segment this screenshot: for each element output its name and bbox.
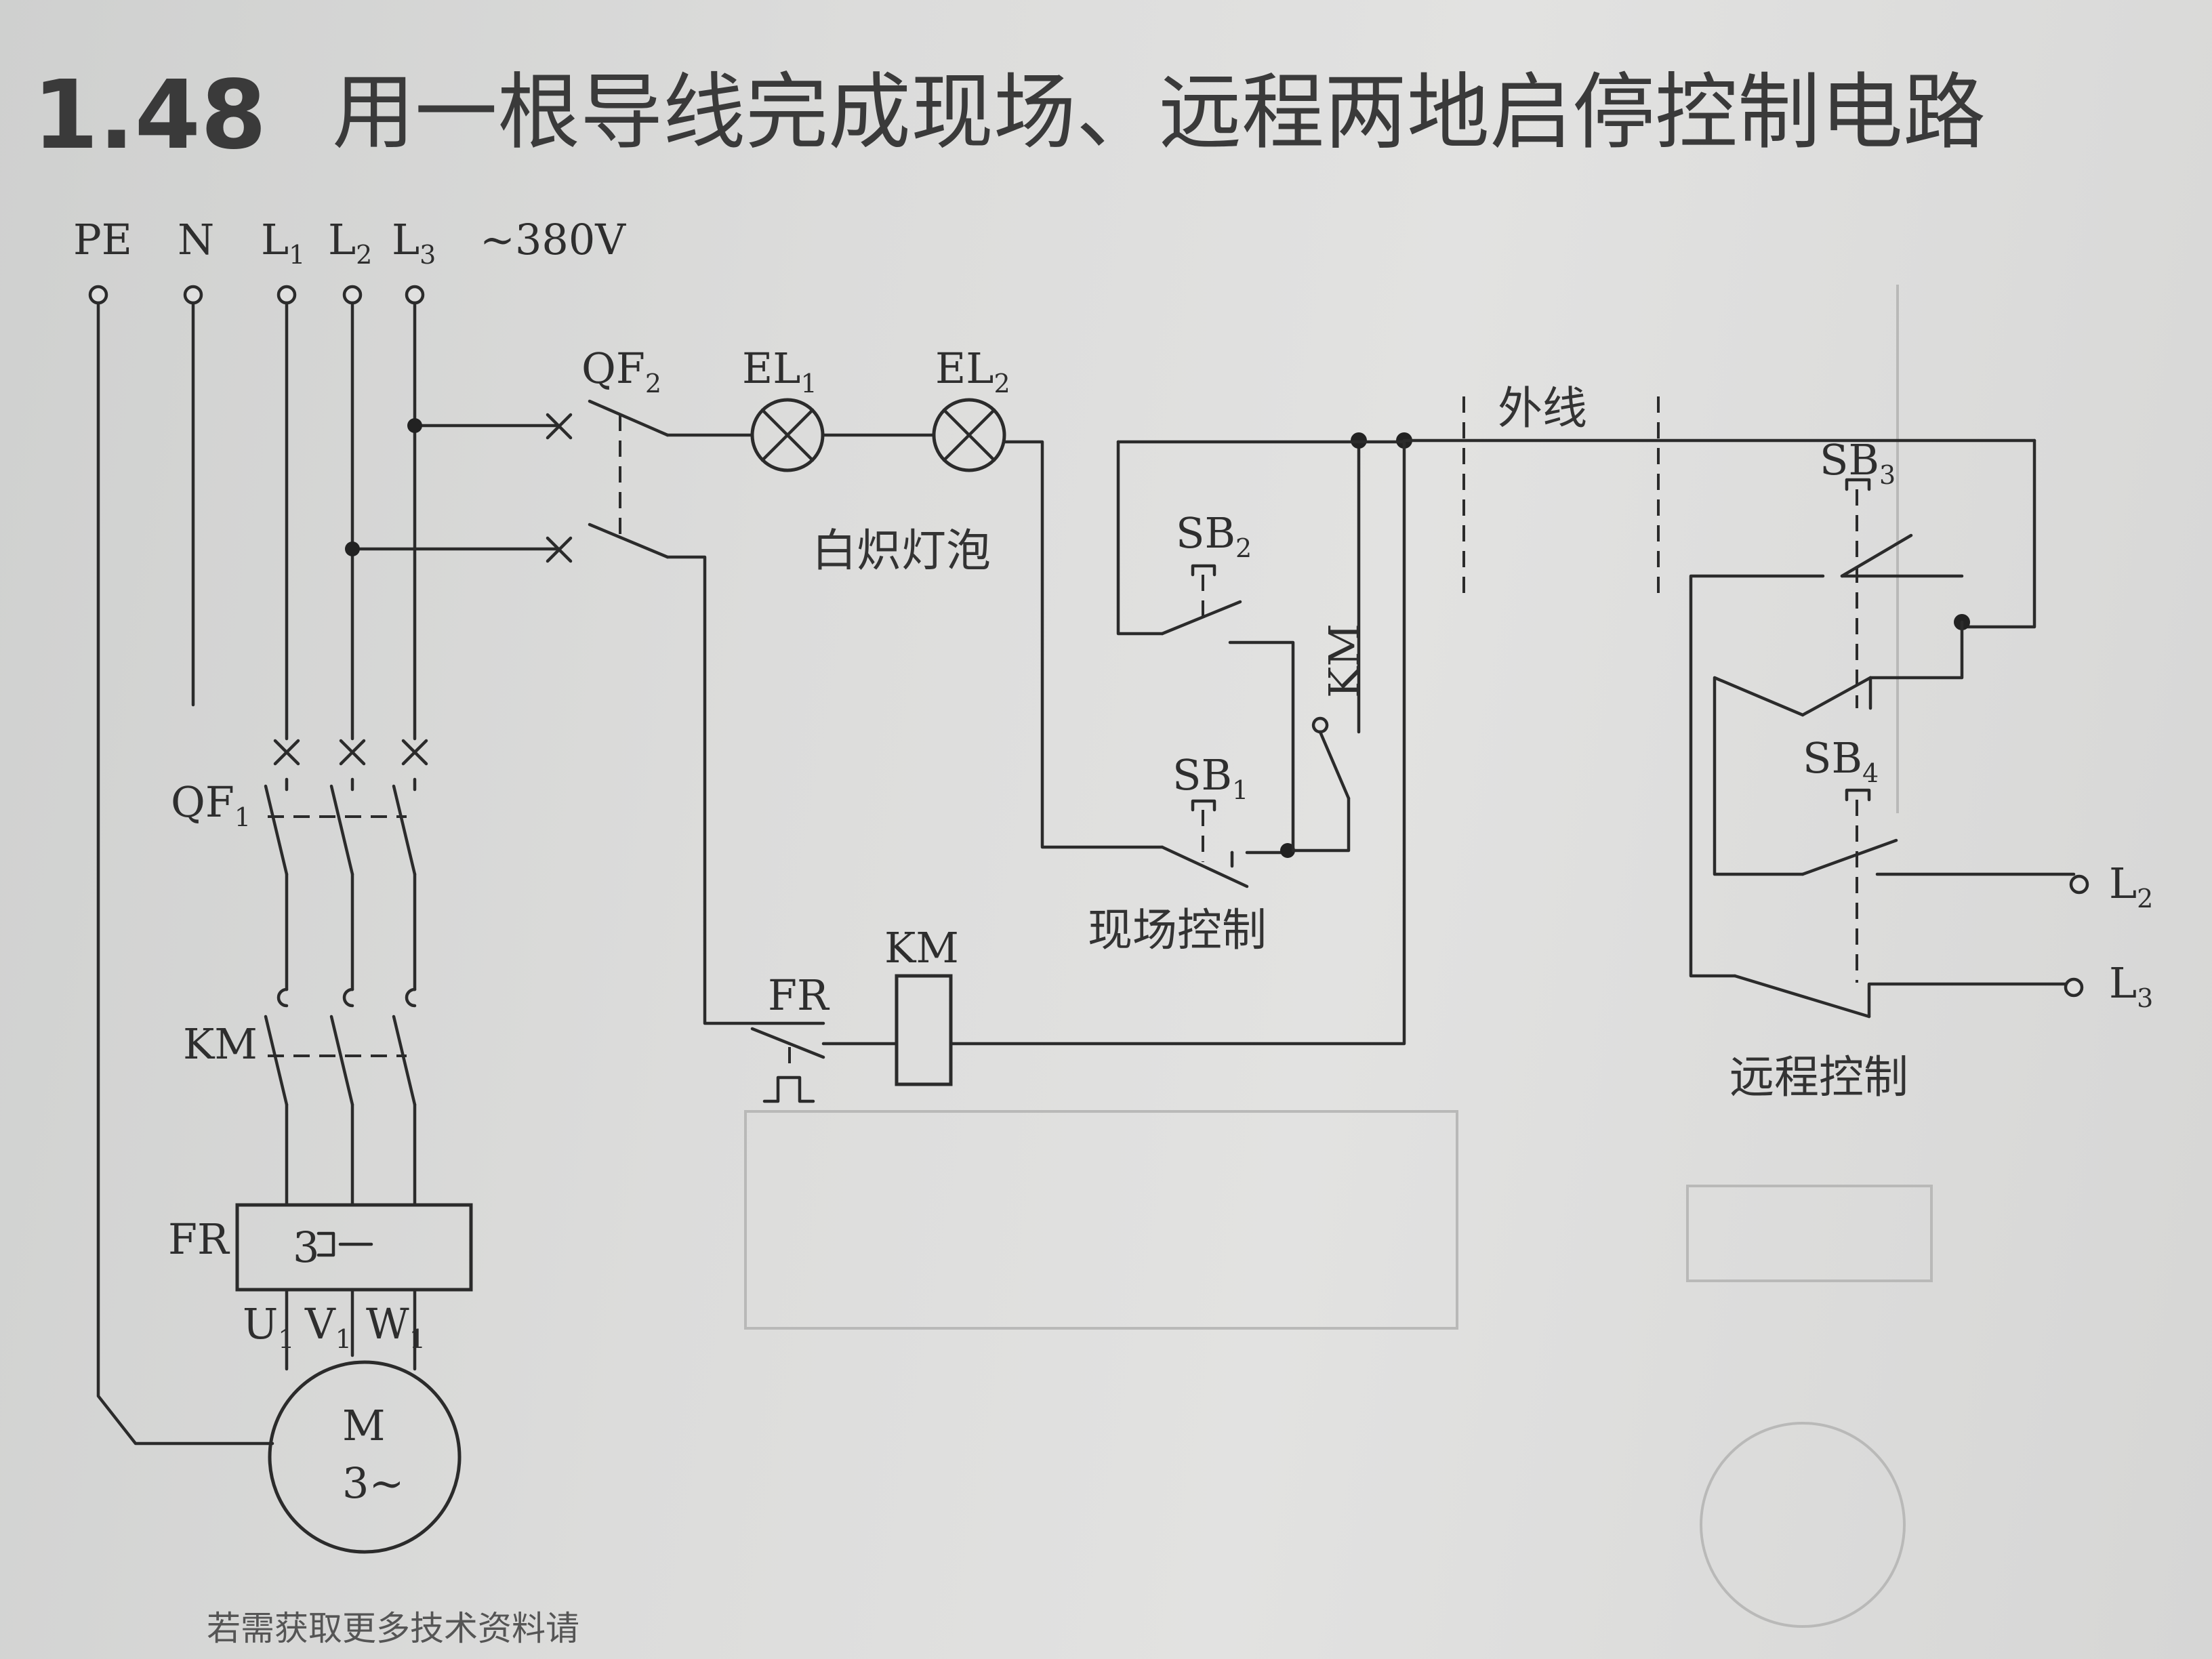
remote-l2-terminal xyxy=(2069,874,2089,895)
fr-thermal-relay xyxy=(235,1203,473,1292)
main-circuit-wiring: QF1 KM 3 FR U1 V1 W1 M 3~ xyxy=(96,301,558,1554)
sb2-label: SB2 xyxy=(1176,508,1252,563)
remote-control-label: 远程控制 xyxy=(1729,1051,1908,1103)
l3-label: L3 xyxy=(392,215,436,270)
fr-heater-symbol xyxy=(316,1231,373,1257)
el1-label: EL1 xyxy=(742,344,817,398)
qf2-label: QF2 xyxy=(581,344,661,398)
el2-label: EL2 xyxy=(935,344,1010,398)
fr-overload-contact xyxy=(750,1027,899,1103)
n-terminal xyxy=(183,285,203,305)
fr-box-number: 3 xyxy=(293,1223,319,1272)
voltage-label: ~380V xyxy=(480,215,626,264)
km-coil-label: KM xyxy=(884,923,959,972)
lamp-el2 xyxy=(932,398,1006,472)
pe-conductor xyxy=(96,301,274,1446)
bleed-through xyxy=(744,285,1933,1628)
l2-terminal xyxy=(342,285,363,305)
n-label: N xyxy=(178,215,214,264)
lamp-caption: 白炽灯泡 xyxy=(812,525,991,577)
fr-contact-label: FR xyxy=(768,970,830,1020)
w1-label: W1 xyxy=(366,1299,426,1354)
footer-note: 若需获取更多技术资料请 xyxy=(207,1609,579,1648)
section-number: 1.48 xyxy=(33,60,266,171)
motor xyxy=(268,1360,462,1554)
km-aux-label: KM xyxy=(1319,623,1369,698)
qf2-breaker xyxy=(546,399,825,1025)
pe-terminal xyxy=(88,285,108,305)
qf1-breaker xyxy=(264,739,428,991)
l1-terminal xyxy=(276,285,297,305)
motor-m-label: M xyxy=(342,1401,385,1450)
sb3-label: SB3 xyxy=(1820,435,1896,490)
supply-labels: PE N L1 L2 L3 ~380V xyxy=(73,215,626,270)
local-control-circuit xyxy=(950,432,1412,1046)
fr-main-label: FR xyxy=(168,1214,230,1264)
local-control-label: 现场控制 xyxy=(1088,904,1267,956)
km-coil xyxy=(895,974,953,1086)
sb4-label: SB4 xyxy=(1803,733,1879,788)
outer-wire-label: 外线 xyxy=(1498,382,1587,434)
u1-label: U1 xyxy=(243,1299,294,1354)
v1-label: V1 xyxy=(304,1299,352,1354)
lamp-el1 xyxy=(750,398,825,472)
supply-terminals xyxy=(88,285,425,305)
qf1-label: QF1 xyxy=(171,777,251,832)
remote-l3-label: L3 xyxy=(2109,958,2153,1013)
km-main-label: KM xyxy=(183,1019,258,1069)
km-main-contacts xyxy=(264,987,417,1207)
remote-control-circuit xyxy=(1689,438,2089,1019)
l1-label: L1 xyxy=(261,215,305,270)
motor-phase-label: 3~ xyxy=(342,1458,404,1508)
sb1-label: SB1 xyxy=(1172,750,1248,805)
l3-terminal xyxy=(405,285,425,305)
section-title: 用一根导线完成现场、远程两地启停控制电路 xyxy=(332,64,1986,161)
pe-label: PE xyxy=(73,215,132,264)
l2-label: L2 xyxy=(328,215,372,270)
remote-l3-terminal xyxy=(2064,977,2084,998)
remote-l2-label: L2 xyxy=(2109,859,2153,914)
